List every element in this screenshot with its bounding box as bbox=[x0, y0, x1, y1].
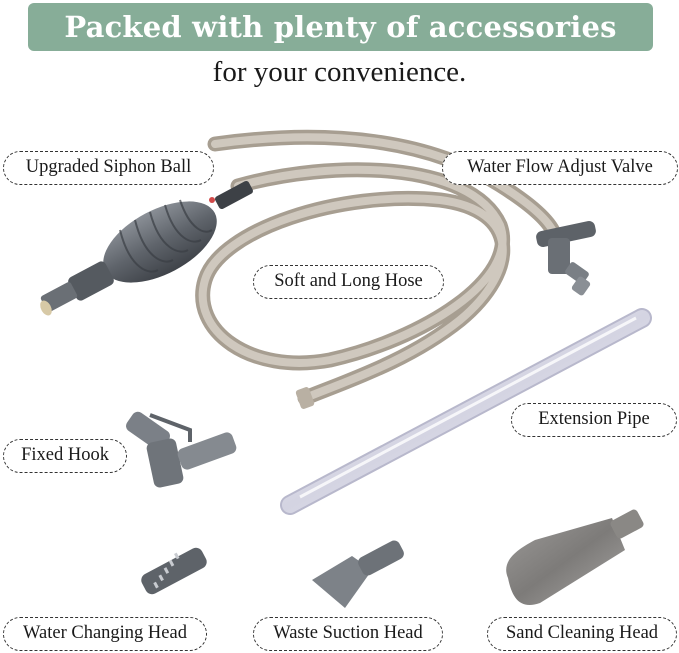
water-changing-head bbox=[141, 547, 207, 595]
label-hose: Soft and Long Hose bbox=[253, 265, 444, 299]
waste-suction-head bbox=[312, 540, 404, 608]
flow-valve bbox=[536, 221, 596, 296]
label-waste-suction-head: Waste Suction Head bbox=[253, 617, 443, 651]
header-banner: Packed with plenty of accessories bbox=[28, 3, 653, 51]
hose-tube bbox=[195, 129, 563, 409]
label-siphon-ball: Upgraded Siphon Ball bbox=[3, 151, 214, 185]
label-water-changing-head: Water Changing Head bbox=[3, 617, 207, 651]
label-sand-cleaning-head: Sand Cleaning Head bbox=[487, 617, 677, 651]
banner-title: Packed with plenty of accessories bbox=[64, 10, 617, 44]
sand-cleaning-head bbox=[506, 509, 644, 606]
label-fixed-hook: Fixed Hook bbox=[3, 439, 127, 473]
siphon-ball bbox=[40, 180, 254, 316]
label-extension-pipe: Extension Pipe bbox=[511, 403, 677, 437]
label-valve: Water Flow Adjust Valve bbox=[442, 151, 678, 185]
subtitle: for your convenience. bbox=[212, 56, 467, 88]
extension-pipe bbox=[280, 308, 652, 515]
fixed-hook bbox=[126, 411, 237, 488]
